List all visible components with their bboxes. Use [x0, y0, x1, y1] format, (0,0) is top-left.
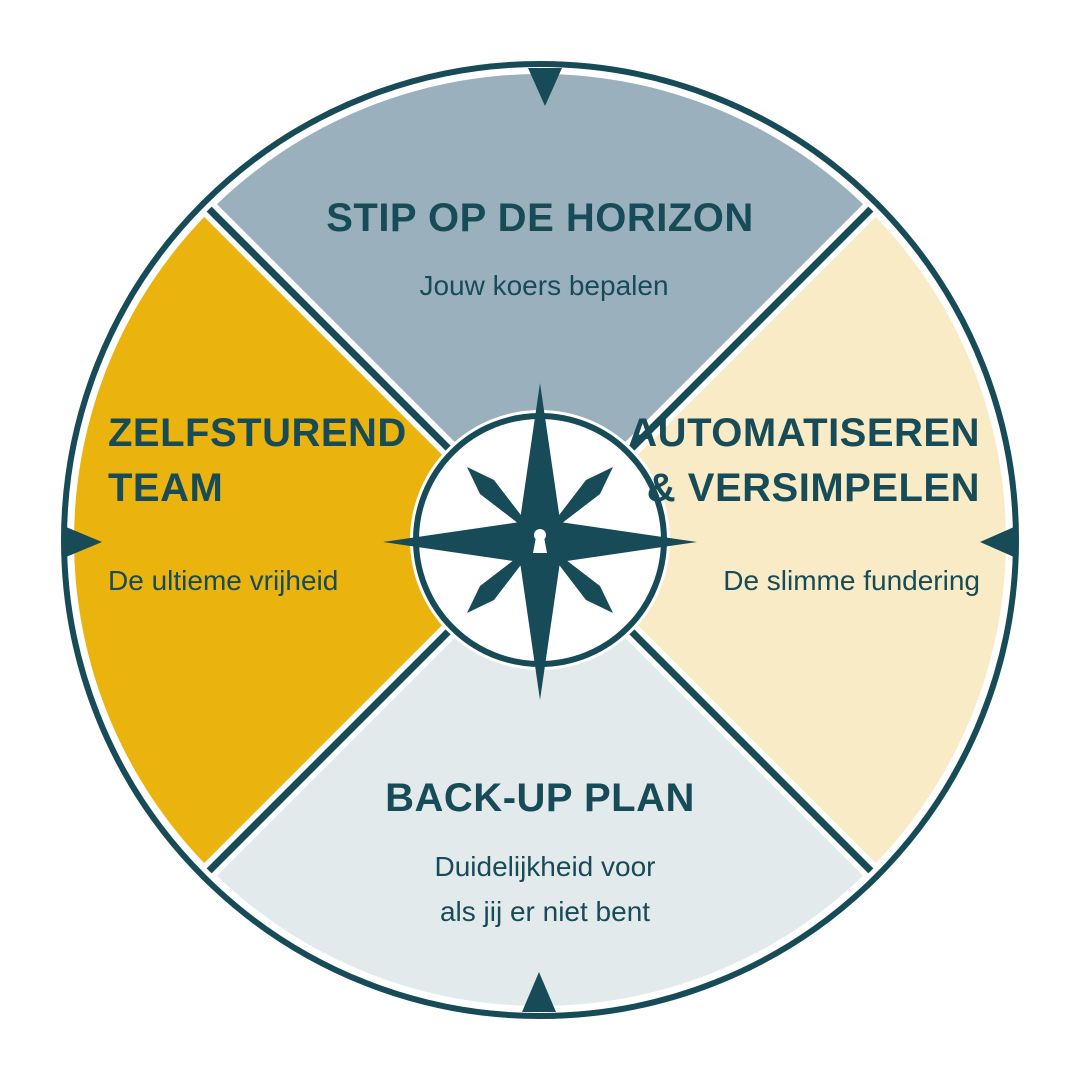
east-title-line1: AUTOMATISEREN — [628, 411, 980, 455]
quadrant-south — [210, 540, 870, 1006]
quadrant-west — [74, 210, 541, 870]
outer-ring — [61, 61, 1019, 1019]
keyhole-icon — [533, 529, 547, 553]
east-marker-icon — [980, 527, 1014, 557]
east-subtitle: De slimme fundering — [723, 565, 980, 596]
compass-star-icon — [383, 383, 697, 700]
south-marker-icon — [522, 972, 556, 1012]
quadrant-north — [210, 74, 870, 540]
north-subtitle: Jouw koers bepalen — [419, 270, 668, 301]
west-title-line1: ZELFSTUREND — [108, 411, 407, 455]
south-subtitle-line2: als jij er niet bent — [440, 896, 650, 927]
south-title: BACK-UP PLAN — [385, 776, 695, 820]
west-title-line2: TEAM — [108, 466, 223, 510]
west-subtitle: De ultieme vrijheid — [108, 565, 338, 596]
east-title-line2: & VERSIMPELEN — [647, 466, 980, 510]
west-marker-icon — [66, 527, 102, 557]
quadrant-east — [540, 210, 1006, 870]
north-title: STIP OP DE HORIZON — [326, 196, 754, 240]
north-marker-icon — [528, 68, 562, 106]
south-subtitle-line1: Duidelijkheid voor — [434, 851, 655, 882]
